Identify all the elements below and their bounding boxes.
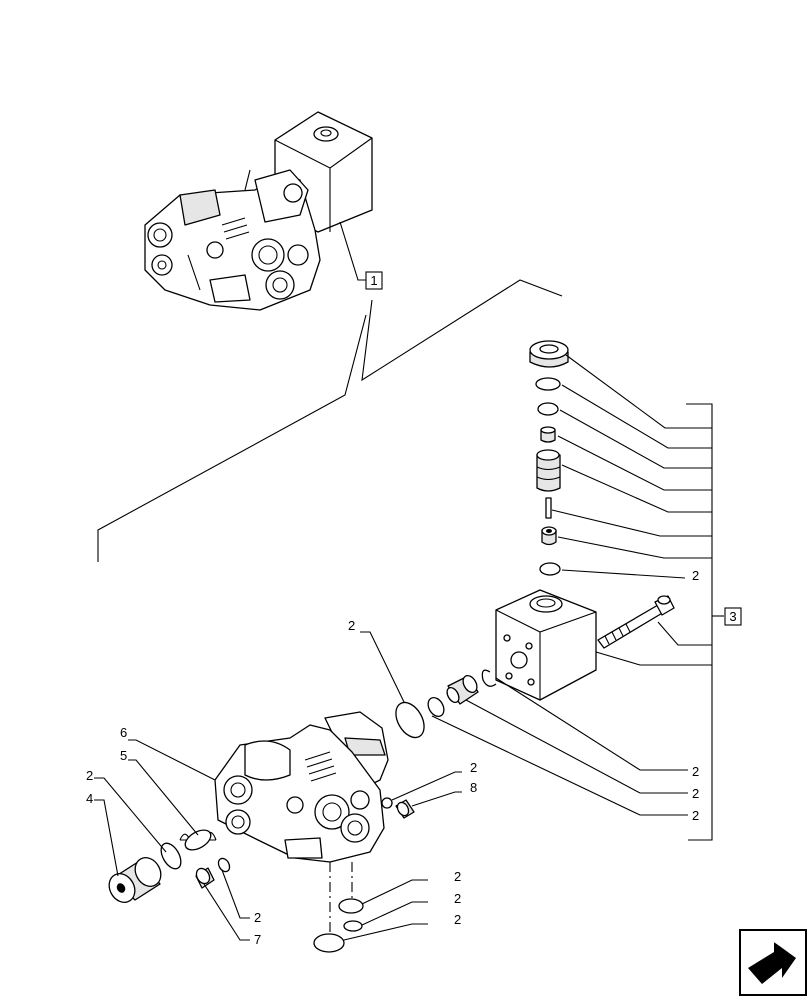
pin <box>545 497 552 519</box>
o-ring <box>338 898 364 914</box>
o-ring-large <box>395 701 425 739</box>
callout-1: 1 <box>365 271 383 290</box>
washer <box>381 797 393 809</box>
callout-2-oring: 2 <box>692 568 699 583</box>
callout-2-oring-small: 2 <box>692 808 699 823</box>
break-line-lower <box>97 314 367 562</box>
valve-body-lower <box>214 711 389 863</box>
snap-ring <box>481 669 497 687</box>
bushing <box>541 526 557 546</box>
callout-1-label: 1 <box>370 273 377 288</box>
break-line <box>361 279 563 382</box>
end-cap <box>108 857 162 903</box>
callout-2-lower: 2 <box>254 910 261 925</box>
callout-2-snapring: 2 <box>692 764 699 779</box>
valve-assembly-overview <box>144 111 373 311</box>
callout-2-oring-large: 2 <box>348 618 355 633</box>
callout-3: 3 <box>724 607 742 626</box>
valve-block <box>495 589 597 701</box>
callout-2-bottom-b: 2 <box>454 891 461 906</box>
callout-8: 8 <box>470 780 477 795</box>
plug-cap <box>529 340 569 368</box>
bolt <box>597 595 675 649</box>
callout-2-bottom-c: 2 <box>454 912 461 927</box>
spool-small <box>540 426 556 443</box>
fitting <box>446 674 479 705</box>
callout-2-left: 2 <box>86 768 93 783</box>
callout-2-fitting: 2 <box>692 786 699 801</box>
o-ring <box>539 562 561 576</box>
o-ring <box>160 842 182 870</box>
callout-6: 6 <box>120 725 127 740</box>
small-fitting <box>195 867 215 889</box>
kit-bracket <box>686 403 713 841</box>
callout-4: 4 <box>86 791 93 806</box>
callout-2-bottom-a: 2 <box>454 869 461 884</box>
o-ring <box>537 402 559 416</box>
callout-5: 5 <box>120 748 127 763</box>
o-ring <box>217 857 231 873</box>
next-page-arrow-icon[interactable] <box>739 929 807 996</box>
o-ring <box>427 697 445 717</box>
o-ring <box>535 377 561 391</box>
spring <box>179 829 217 851</box>
callout-7: 7 <box>254 932 261 947</box>
callout-3-label: 3 <box>729 609 736 624</box>
callout-2-washer: 2 <box>470 760 477 775</box>
cartridge-valve <box>536 449 561 492</box>
o-ring <box>313 933 345 953</box>
small-plug <box>395 799 415 819</box>
o-ring <box>343 920 363 932</box>
